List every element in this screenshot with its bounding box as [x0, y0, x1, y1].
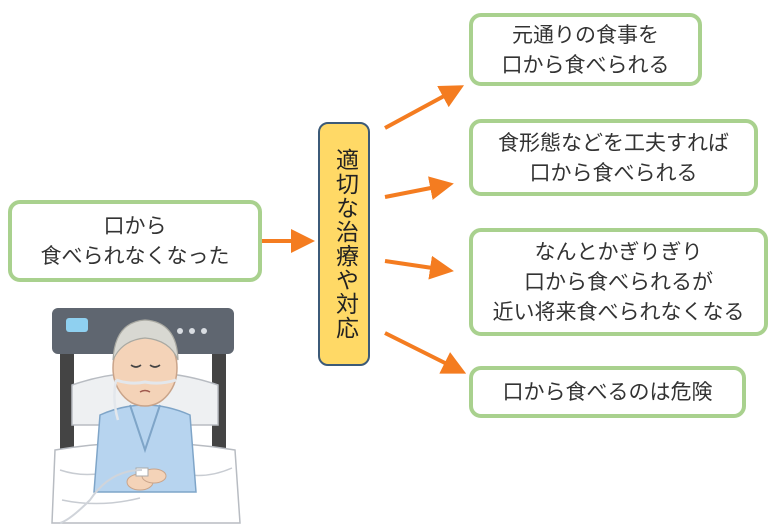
center-label: 適切な治療や対応 — [331, 148, 358, 340]
arrow-to-outcome-1 — [384, 85, 465, 130]
source-line-2: 食べられなくなった — [40, 244, 230, 268]
outcome-box-2: 食形態などを工夫すれば 口から食べられる — [469, 119, 758, 196]
outcome-1-line-1: 元通りの食事を — [512, 22, 659, 47]
center-box: 適切な治療や対応 — [318, 122, 370, 366]
outcome-box-4: 口から食べるのは危険 — [469, 366, 746, 418]
arrow-to-outcome-3 — [384, 255, 454, 280]
outcome-2-line-2: 口から食べられる — [529, 160, 698, 185]
outcome-box-3: なんとかぎりぎり 口から食べられるが 近い将来食べられなくなる — [469, 228, 768, 336]
outcome-3-line-3: 近い将来食べられなくなる — [492, 300, 745, 324]
outcome-2-line-1: 食形態などを工夫すれば — [498, 130, 729, 155]
outcome-1-line-2: 口から食べられる — [501, 52, 670, 77]
monitor-screen — [66, 318, 88, 332]
arrow-to-outcome-4 — [384, 331, 467, 374]
source-box: 口から 食べられなくなった — [8, 200, 262, 282]
outcome-4-line-1: 口から食べるのは危険 — [502, 380, 713, 404]
source-line-1: 口から — [103, 214, 167, 238]
patient-hair — [112, 319, 179, 361]
arrow-to-outcome-2 — [384, 176, 454, 200]
outcome-3-line-1: なんとかぎりぎり — [534, 240, 703, 264]
outcome-box-1: 元通りの食事を 口から食べられる — [469, 13, 702, 86]
outcome-3-line-2: 口から食べられるが — [524, 270, 713, 294]
